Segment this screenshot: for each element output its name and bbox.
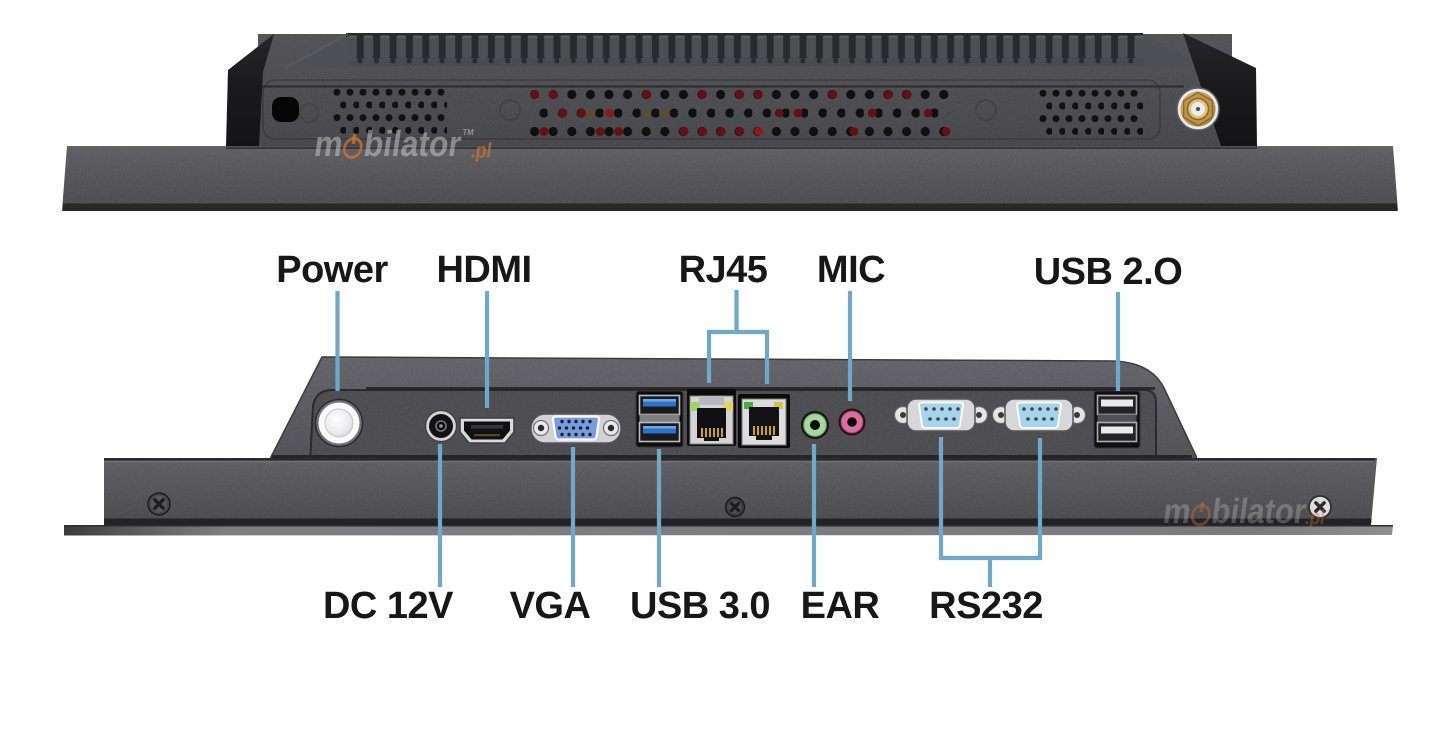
ear-jack [801,411,829,439]
label-dc12v: DC 12V [322,585,454,627]
power-symbol-icon [341,134,365,159]
watermark-tm: TM [462,126,475,137]
top-view-bezel [62,146,1398,211]
rs232-port-2 [991,398,1087,432]
usb3-ports [635,390,684,448]
watermark-brand-suffix: bilator [361,123,464,164]
screw-left [147,492,171,516]
top-view [62,32,1398,211]
watermark-tld: .pl [469,139,493,163]
vent-holes-center [529,89,951,138]
front-glass-lip [64,525,1393,536]
label-mic: MIC [816,249,886,291]
emboss-ring [299,103,319,123]
label-hdmi: HDMI [436,249,532,291]
watermark-brand-prefix: m [311,123,346,164]
left-end-cap [226,34,274,146]
vga-port [530,413,622,444]
watermark-brand-suffix: bilator [1209,492,1309,531]
label-usb2: USB 2.O [1033,251,1183,293]
rs232-port-1 [893,398,989,432]
dc-12v-jack [424,409,458,443]
heatsink-fins [346,33,1143,66]
emboss-ring [499,99,521,121]
hdmi-port [459,417,515,444]
leader-lines [335,290,1121,587]
label-power: Power [276,249,388,291]
screw-right [1308,495,1332,519]
usb2-ports [1093,390,1141,449]
label-rj45: RJ45 [678,249,768,291]
watermark-top: m bilatorTM .pl [311,123,495,171]
rj45-port-1 [687,389,736,446]
sma-antenna-connector [1176,87,1220,131]
power-symbol-icon [1189,501,1212,526]
label-usb3: USB 3.0 [629,585,771,627]
emboss-ring [975,99,997,121]
label-vga: VGA [509,585,591,627]
screw-center [724,496,746,518]
rj45-port-2 [738,394,790,448]
bottom-view-bezel [64,458,1393,536]
right-end-cap [1183,33,1257,146]
watermark-bottom: m bilator.pl [1160,492,1328,536]
watermark-tld: .pl [1303,507,1327,530]
power-button [314,398,364,448]
vent-holes-left [333,88,447,135]
top-view-chassis [226,32,1257,146]
leader-rj45 [706,290,770,384]
watermark-brand-prefix: m [1160,492,1194,531]
vent-holes-right [1039,89,1143,137]
mounting-hole [272,97,299,122]
label-rs232: RS232 [929,585,1043,627]
leader-rs232 [938,437,1043,587]
bottom-view [64,356,1393,536]
label-ear: EAR [800,585,880,627]
mic-jack [838,408,866,436]
